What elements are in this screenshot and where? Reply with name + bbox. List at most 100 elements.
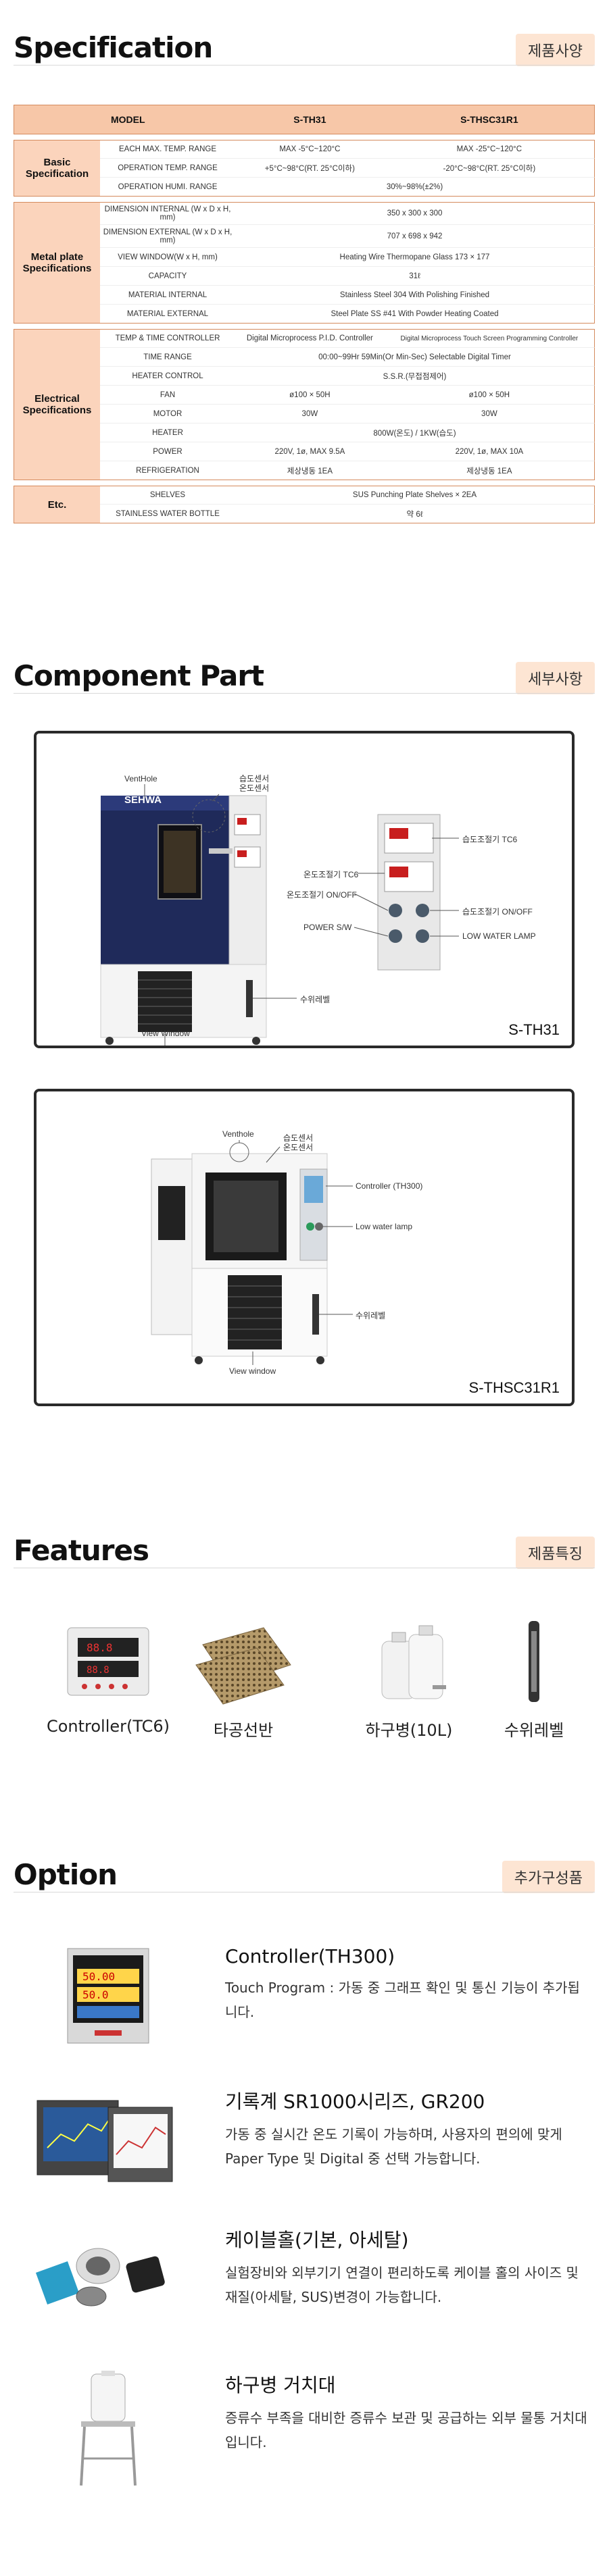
label-humidity-onoff: 습도조절기 ON/OFF: [462, 907, 533, 917]
spec-section-header: Specification 제품사양: [14, 27, 595, 68]
label-water-level: 수위레벨: [300, 995, 331, 1004]
label-temp-sensor: 온도센서: [239, 783, 270, 793]
row-label: MATERIAL INTERNAL: [100, 286, 235, 305]
spec-tag: 제품사양: [516, 34, 595, 66]
option-text: 하구병 거치대 증류수 부족을 대비한 증류수 보관 및 공급하는 외부 물통 …: [225, 2371, 590, 2454]
features-section-header: Features 제품특징: [14, 1530, 595, 1570]
water-level-gauge-icon: [529, 1621, 539, 1702]
row-value: S.S.R.(무접점제어): [235, 367, 595, 386]
row-value: 707 x 698 x 942: [235, 225, 595, 248]
table-row: MOTOR 30W 30W: [14, 405, 595, 423]
recorder-icon: [36, 2100, 173, 2182]
component-box-s-thsc31r1: Venthole 습도센서 온도센서 Controller (TH300) Lo…: [34, 1089, 575, 1406]
row-value: Digital Microprocess Touch Screen Progra…: [384, 329, 595, 348]
option-text: 케이블홀(기본, 아세탈) 실험장비와 외부기기 연결이 편리하도록 케이블 홀…: [225, 2225, 590, 2309]
table-row: REFRIGERATION 제상냉동 1EA 제상냉동 1EA: [14, 461, 595, 480]
component-box-s-th31: VentHole SEHWA 습도센서 온도센서 습도조절기 TC6 온도조절기…: [34, 731, 575, 1048]
row-value: +5°C~98°C(RT. 25°C이하): [235, 159, 385, 178]
table-row: OPERATION HUMI. RANGE 30%~98%(±2%): [14, 178, 595, 197]
label-humidity-sensor: 습도센서: [283, 1133, 314, 1143]
option-desc: 증류수 부족을 대비한 증류수 보관 및 공급하는 외부 물통 거치대입니다.: [225, 2410, 587, 2450]
row-label: REFRIGERATION: [100, 461, 235, 480]
category-basic: Basic Specification: [14, 140, 100, 197]
row-value: 00:00~99Hr 59Min(Or Min-Sec) Selectable …: [235, 348, 595, 367]
row-label: STAINLESS WATER BOTTLE: [100, 505, 235, 523]
table-row: HEATER CONTROL S.S.R.(무접점제어): [14, 367, 595, 386]
table-row: VIEW WINDOW(W x H, mm) Heating Wire Ther…: [14, 248, 595, 267]
row-value: 제상냉동 1EA: [235, 461, 385, 480]
feature-item: 하구병(10L): [341, 1618, 477, 1741]
feature-item: 타공선반: [176, 1618, 311, 1741]
bottle-stand-icon: [80, 2371, 137, 2486]
label-temp-controller: 온도조절기 TC6: [303, 870, 359, 879]
controller-tc6-icon: 88.8 88.8: [67, 1627, 149, 1696]
label-controller: Controller (TH300): [356, 1181, 423, 1191]
row-value: Steel Plate SS #41 With Powder Heating C…: [235, 305, 595, 324]
water-bottle-icon: [381, 1625, 446, 1699]
component-tag: 세부사항: [516, 662, 595, 694]
table-row: POWER 220V, 1ø, MAX 9.5A 220V, 1ø, MAX 1…: [14, 442, 595, 461]
row-label: TEMP & TIME CONTROLLER: [100, 329, 235, 348]
divider: [14, 65, 595, 66]
option-section-header: Option 추가구성품: [14, 1854, 595, 1895]
option-text: Controller(TH300) Touch Program : 가동 중 그…: [225, 1945, 590, 2024]
table-row: MATERIAL INTERNAL Stainless Steel 304 Wi…: [14, 286, 595, 305]
row-value: 220V, 1ø, MAX 9.5A: [235, 442, 385, 461]
option-item: 하구병 거치대 증류수 부족을 대비한 증류수 보관 및 공급하는 외부 물통 …: [34, 2371, 588, 2492]
row-value: 31ℓ: [235, 267, 595, 286]
row-label: HEATER: [100, 423, 235, 442]
category-electrical: Electrical Specifications: [14, 329, 100, 480]
feature-caption: 하구병(10L): [365, 1721, 453, 1740]
option-item: 50.00 50.0 Controller(TH300) Touch Progr…: [34, 1945, 588, 2046]
row-label: MOTOR: [100, 405, 235, 423]
table-row: DIMENSION EXTERNAL (W x D x H, mm) 707 x…: [14, 225, 595, 248]
row-value: 30W: [235, 405, 385, 423]
option-desc: 가동 중 실시간 온도 기록이 가능하며, 사용자의 편의에 맞게 Paper …: [225, 2126, 562, 2167]
option-text: 기록계 SR1000시리즈, GR200 가동 중 실시간 온도 기록이 가능하…: [225, 2087, 590, 2171]
table-row: OPERATION TEMP. RANGE +5°C~98°C(RT. 25°C…: [14, 159, 595, 178]
readout-secondary: 50.0: [82, 1988, 109, 2001]
cable-hole-icon: [35, 2248, 165, 2307]
option-desc: 실험장비와 외부기기 연결이 편리하도록 케이블 홀의 사이즈 및 재질(아세탈…: [225, 2265, 579, 2305]
label-view-window: View window: [229, 1366, 276, 1376]
row-label: SHELVES: [100, 486, 235, 505]
option-title: Option: [14, 1858, 118, 1891]
row-label: DIMENSION INTERNAL (W x D x H, mm): [100, 202, 235, 225]
table-row: Basic Specification EACH MAX. TEMP. RANG…: [14, 140, 595, 197]
header-model: MODEL: [100, 105, 235, 134]
row-value: Heating Wire Thermopane Glass 173 × 177: [235, 248, 595, 267]
row-value: MAX -25°C~120°C: [384, 140, 595, 159]
feature-caption: 타공선반: [213, 1721, 274, 1740]
spec-title: Specification: [14, 31, 213, 64]
option-tag: 추가구성품: [502, 1861, 595, 1893]
brand-logo: SEHWA: [124, 794, 162, 806]
model-name: S-TH31: [508, 1021, 560, 1038]
row-value: 30W: [384, 405, 595, 423]
label-view-window: View Window: [141, 1029, 190, 1038]
category-metal: Metal plate Specifications: [14, 202, 100, 324]
spec-header-row: MODEL S-TH31 S-THSC31R1: [14, 105, 595, 134]
row-value: 제상냉동 1EA: [384, 461, 595, 480]
row-label: EACH MAX. TEMP. RANGE: [100, 140, 235, 159]
table-row: Electrical Specifications TEMP & TIME CO…: [14, 329, 595, 480]
label-low-water-lamp: LOW WATER LAMP: [462, 931, 536, 941]
row-label: HEATER CONTROL: [100, 367, 235, 386]
row-label: CAPACITY: [100, 267, 235, 286]
row-value: ø100 × 50H: [235, 386, 385, 405]
row-label: POWER: [100, 442, 235, 461]
feature-caption: 수위레벨: [504, 1721, 564, 1740]
row-label: VIEW WINDOW(W x H, mm): [100, 248, 235, 267]
row-value: 800W(온도) / 1KW(습도): [235, 423, 595, 442]
label-power-switch: POWER S/W: [303, 923, 352, 932]
spec-table: MODEL S-TH31 S-THSC31R1 Basic Specificat…: [14, 105, 595, 523]
row-label: OPERATION HUMI. RANGE: [100, 178, 235, 197]
category-etc: Etc.: [14, 486, 100, 523]
option-name: 케이블홀(기본, 아세탈): [225, 2229, 409, 2251]
features-title: Features: [14, 1534, 149, 1567]
row-value: 약 6ℓ: [235, 505, 595, 523]
row-value: -20°C~98°C(RT. 25°C이하): [384, 159, 595, 178]
row-label: DIMENSION EXTERNAL (W x D x H, mm): [100, 225, 235, 248]
component-section-header: Component Part 세부사항: [14, 655, 595, 696]
table-row: FAN ø100 × 50H ø100 × 50H: [14, 386, 595, 405]
